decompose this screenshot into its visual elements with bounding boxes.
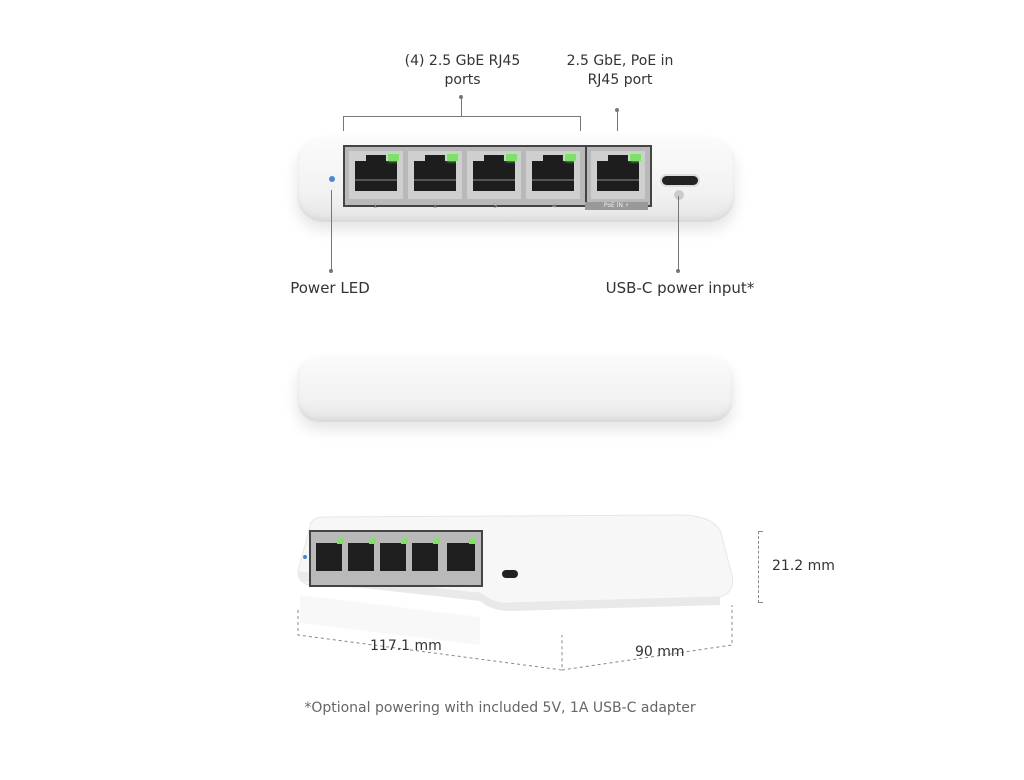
poe-leader-line bbox=[617, 110, 618, 131]
port-number-1: 1 bbox=[373, 202, 378, 210]
ports-callout-line1: (4) 2.5 GbE RJ45 bbox=[404, 53, 521, 69]
port-number-3: 3 bbox=[493, 202, 498, 210]
rj45-port-3 bbox=[467, 151, 521, 199]
power-icon bbox=[674, 190, 684, 200]
switch-front-view: 1 2 3 4 PoE IN ⚡ bbox=[297, 137, 735, 222]
poe-in-label: PoE IN ⚡ bbox=[585, 202, 648, 210]
usb-leader-dot bbox=[676, 269, 680, 273]
link-led bbox=[447, 154, 458, 161]
ports-callout: (4) 2.5 GbE RJ45 ports bbox=[380, 52, 545, 90]
link-led bbox=[630, 154, 641, 161]
footprint-dimension-lines bbox=[297, 605, 733, 671]
poe-callout: 2.5 GbE, PoE in RJ45 port bbox=[555, 52, 685, 90]
poe-callout-line1: 2.5 GbE, PoE in bbox=[566, 53, 674, 69]
port-panel bbox=[343, 145, 652, 207]
depth-dimension: 90 mm bbox=[635, 644, 685, 660]
link-led bbox=[565, 154, 576, 161]
rj45-port-4 bbox=[526, 151, 580, 199]
rj45-poe-port bbox=[591, 151, 645, 199]
power-led-callout: Power LED bbox=[290, 279, 370, 297]
ports-leader-line bbox=[461, 97, 462, 116]
switch-perspective-view bbox=[297, 514, 733, 645]
port-number-4: 4 bbox=[552, 202, 557, 210]
rj45-port-1 bbox=[349, 151, 403, 199]
height-bracket bbox=[758, 531, 763, 603]
ports-bracket-left bbox=[343, 116, 344, 131]
usb-c-port bbox=[660, 174, 700, 187]
poe-callout-line2: RJ45 port bbox=[587, 72, 653, 88]
link-led bbox=[388, 154, 399, 161]
width-dimension: 117.1 mm bbox=[370, 638, 442, 654]
switch-side-view bbox=[297, 356, 733, 422]
usb-c-callout: USB-C power input* bbox=[605, 279, 755, 297]
power-led bbox=[329, 176, 335, 182]
height-dimension: 21.2 mm bbox=[772, 558, 835, 574]
link-led bbox=[506, 154, 517, 161]
usb-leader bbox=[678, 196, 679, 270]
ports-callout-line2: ports bbox=[444, 72, 481, 88]
footnote: *Optional powering with included 5V, 1A … bbox=[304, 700, 696, 716]
ports-bracket-right bbox=[580, 116, 581, 131]
power-led-leader-dot bbox=[329, 269, 333, 273]
power-led-leader bbox=[331, 190, 332, 270]
rj45-port-2 bbox=[408, 151, 462, 199]
port-number-2: 2 bbox=[433, 202, 438, 210]
ports-bracket bbox=[343, 116, 581, 117]
